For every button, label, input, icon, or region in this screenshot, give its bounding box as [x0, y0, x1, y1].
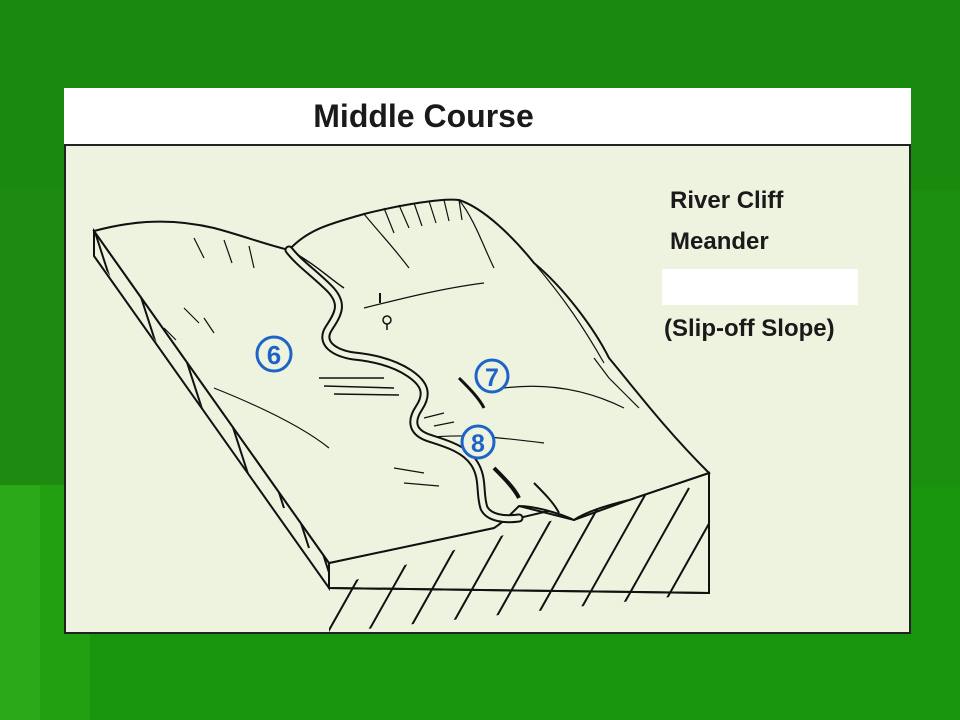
- label-cover-box: [662, 269, 858, 305]
- marker-8: 8: [460, 424, 496, 460]
- background-right: [910, 190, 960, 490]
- diagram-slide: Middle Course: [64, 88, 911, 634]
- marker-7-text: 7: [485, 364, 499, 392]
- label-meander: Meander: [670, 228, 769, 255]
- marker-7: 7: [474, 358, 510, 394]
- label-river-cliff: River Cliff: [670, 187, 784, 214]
- background-left-strip: [0, 485, 40, 720]
- marker-8-text: 8: [471, 430, 485, 458]
- page-title: Middle Course: [313, 97, 534, 134]
- marker-6: 6: [255, 335, 293, 373]
- marker-6-text: 6: [267, 340, 281, 370]
- landscape-block-diagram: 6 7 8: [92, 198, 711, 633]
- title-bar: Middle Course: [64, 88, 911, 144]
- label-slip-off-slope: (Slip-off Slope): [664, 315, 835, 342]
